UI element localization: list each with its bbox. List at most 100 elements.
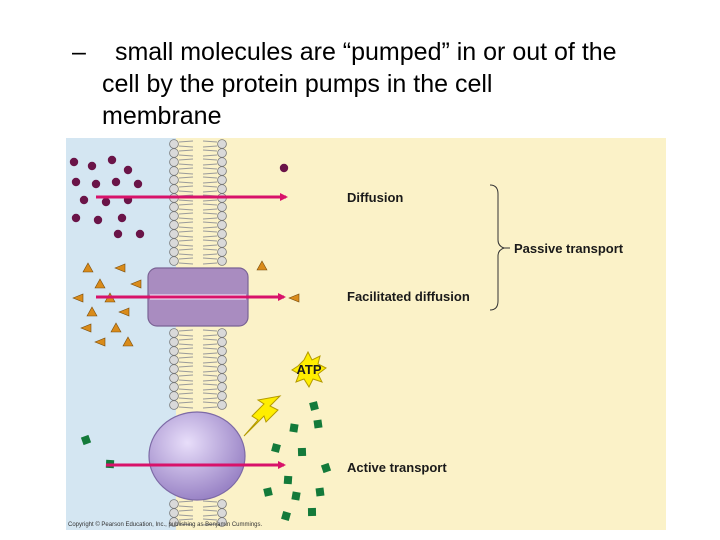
lipid-tail (202, 374, 218, 377)
lipid-head (217, 220, 227, 230)
lipid-head (169, 157, 179, 167)
lipid-tail (178, 199, 194, 202)
lipid-tail (178, 356, 194, 359)
lipid-head (169, 220, 179, 230)
lipid-tail (202, 257, 218, 260)
lipid-tail (202, 253, 218, 256)
lipid-tail (178, 235, 194, 238)
lipid-tail (202, 329, 218, 332)
lipid-tail (178, 208, 194, 211)
lipid-head (169, 256, 179, 266)
facilitated-molecule (80, 323, 92, 333)
lipid-tail (178, 212, 194, 215)
copyright-text: Copyright © Pearson Education, Inc., pub… (68, 521, 263, 528)
molecules (69, 155, 332, 521)
lipid-head (217, 238, 227, 248)
lipid-tail (178, 509, 194, 512)
facilitated-molecule (110, 322, 122, 333)
lipid-tail (202, 221, 218, 224)
lipid-tail (202, 248, 218, 251)
lipid-head (169, 337, 179, 347)
lipid-tail (202, 262, 218, 265)
lipid-tail (202, 244, 218, 247)
lipid-head (217, 328, 227, 338)
lipid-tail (202, 172, 218, 175)
lipid-tail (178, 217, 194, 220)
facilitated-molecule (82, 262, 94, 273)
lipid-tail (178, 392, 194, 395)
lipid-tail (178, 226, 194, 229)
lipid-tail (202, 163, 218, 166)
facilitated-molecule (86, 306, 98, 317)
facilitated-molecule (122, 336, 134, 347)
lipid-tail (178, 145, 194, 148)
lipid-tail (202, 190, 218, 193)
lipid-tail (202, 158, 218, 161)
diffusion-molecule (279, 163, 289, 173)
diffusion-molecule (117, 213, 127, 223)
lipid-tail (202, 406, 218, 409)
lipid-tail (202, 392, 218, 395)
lipid-tail (202, 167, 218, 170)
lipid-tail (202, 523, 218, 526)
lipid-head (169, 148, 179, 158)
lipid-head (169, 328, 179, 338)
lipid-tail (202, 343, 218, 346)
lipid-head (169, 391, 179, 401)
lipid-tail (202, 509, 218, 512)
atp-burst-icon (291, 350, 327, 389)
diffusion-molecule (133, 179, 143, 189)
lipid-head (169, 184, 179, 194)
label-passive-transport: Passive transport (514, 241, 624, 256)
lipid-tail (178, 383, 194, 386)
lipid-tail (178, 262, 194, 265)
active-transport-molecule (289, 423, 299, 433)
facilitated-molecule (256, 260, 268, 271)
lipid-tail (178, 167, 194, 170)
lipid-head (169, 499, 179, 509)
lipid-tail (202, 230, 218, 233)
diffusion-molecule (107, 155, 117, 165)
lipid-tail (202, 334, 218, 337)
diffusion-molecule (87, 161, 97, 171)
facilitated-molecule (72, 293, 84, 303)
active-transport-molecule (80, 434, 92, 446)
active-transport-molecule (307, 507, 317, 517)
lipid-bilayer (169, 139, 227, 527)
lipid-tail (178, 514, 194, 517)
bullet-line-3: membrane (102, 102, 222, 130)
active-transport-molecule (320, 462, 332, 474)
lipid-tail (178, 190, 194, 193)
lipid-head (217, 256, 227, 266)
lipid-tail (178, 163, 194, 166)
diffusion-molecule (135, 229, 145, 239)
atp-icon: ATP (291, 350, 327, 389)
lipid-head (169, 517, 179, 527)
lipid-head (217, 391, 227, 401)
label-active-transport: Active transport (347, 460, 447, 475)
diffusion-molecule (71, 177, 81, 187)
lipid-head (169, 211, 179, 221)
active-transport-molecule (271, 443, 281, 453)
lipid-tail (202, 388, 218, 391)
lipid-head (217, 211, 227, 221)
lipid-head (217, 346, 227, 356)
lipid-tail (202, 500, 218, 503)
diffusion-molecule (69, 157, 79, 167)
lipid-tail (202, 199, 218, 202)
figure-canvas: ATP Diffusion Facilitated diffusion Acti… (66, 138, 666, 530)
lipid-tail (178, 149, 194, 152)
lipid-tail (202, 226, 218, 229)
lipid-head (169, 355, 179, 365)
lipid-tail (178, 523, 194, 526)
lipid-tail (202, 505, 218, 508)
bullet-text: – small molecules are “pumped” in or out… (72, 36, 702, 132)
bullet-text-part-1: small molecules are “pumped” in or out o… (108, 38, 617, 66)
active-transport-molecule (291, 491, 301, 501)
lipid-head (169, 202, 179, 212)
lipid-head (217, 148, 227, 158)
energy-bolt-icon (243, 395, 282, 437)
diffusion-molecule (123, 165, 133, 175)
facilitated-molecule (114, 263, 126, 273)
lipid-tail (178, 248, 194, 251)
